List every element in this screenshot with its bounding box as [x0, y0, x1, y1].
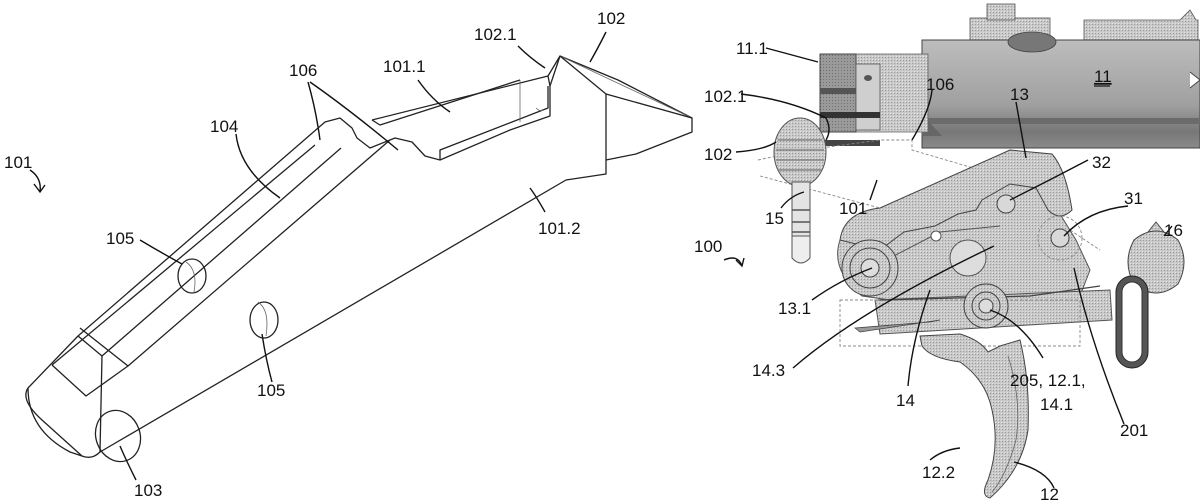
label-11: 11	[1094, 67, 1112, 86]
hole-105-top	[177, 258, 207, 294]
label-103: 103	[134, 481, 162, 500]
hole-105-side	[249, 301, 279, 339]
label-102-1: 102.1	[474, 25, 517, 44]
hammer-13	[839, 149, 1073, 277]
bore-103	[94, 409, 142, 463]
trigger-12	[919, 333, 1029, 499]
label-12-2: 12.2	[922, 463, 955, 482]
label-101: 101	[839, 199, 867, 218]
left-leader-lines	[29, 31, 607, 481]
label-101-2: 101.2	[538, 219, 581, 238]
label-105-top: 105	[106, 229, 134, 248]
pin-32	[996, 194, 1016, 214]
label-14-1: 14.1	[1040, 395, 1073, 414]
bolt-release-15	[773, 117, 827, 264]
label-106: 106	[926, 75, 954, 94]
right-labels: 11.1 11 106 13 102.1 102 32 31 101 15 16…	[694, 39, 1183, 504]
part-101-outline	[25, 55, 693, 458]
label-14-3: 14.3	[752, 361, 785, 380]
label-32: 32	[1092, 153, 1111, 172]
label-31: 31	[1124, 189, 1143, 208]
pin-31	[1050, 228, 1070, 248]
assembly-100	[757, 3, 1200, 499]
label-12: 12	[1040, 485, 1059, 504]
disconnector-14	[853, 319, 941, 333]
safety-selector-16	[1115, 221, 1185, 369]
label-205-12-1: 205, 12.1,	[1010, 371, 1086, 390]
label-14: 14	[896, 391, 915, 410]
label-102: 102	[597, 9, 625, 28]
label-11-1: 11.1	[736, 39, 768, 58]
label-101-1: 101.1	[383, 57, 426, 76]
label-106: 106	[289, 61, 317, 80]
label-105-side: 105	[257, 381, 285, 400]
label-16: 16	[1164, 221, 1183, 240]
left-labels: 101 102 102.1 101.1 106 104 101.2 105 10…	[4, 9, 625, 500]
label-101: 101	[4, 153, 32, 172]
label-201: 201	[1120, 421, 1148, 440]
label-104: 104	[210, 117, 238, 136]
trigger-pivot-205	[963, 283, 1009, 329]
hammer-pivot-13-1	[841, 239, 899, 297]
bolt-carrier-11	[819, 3, 1200, 149]
part-101-isometric	[25, 55, 693, 463]
right-leader-lines	[723, 47, 1173, 489]
label-15: 15	[765, 209, 784, 228]
label-102: 102	[704, 145, 732, 164]
label-102-1: 102.1	[704, 87, 747, 106]
label-13-1: 13.1	[778, 299, 811, 318]
label-100: 100	[694, 237, 722, 256]
label-13: 13	[1010, 85, 1029, 104]
